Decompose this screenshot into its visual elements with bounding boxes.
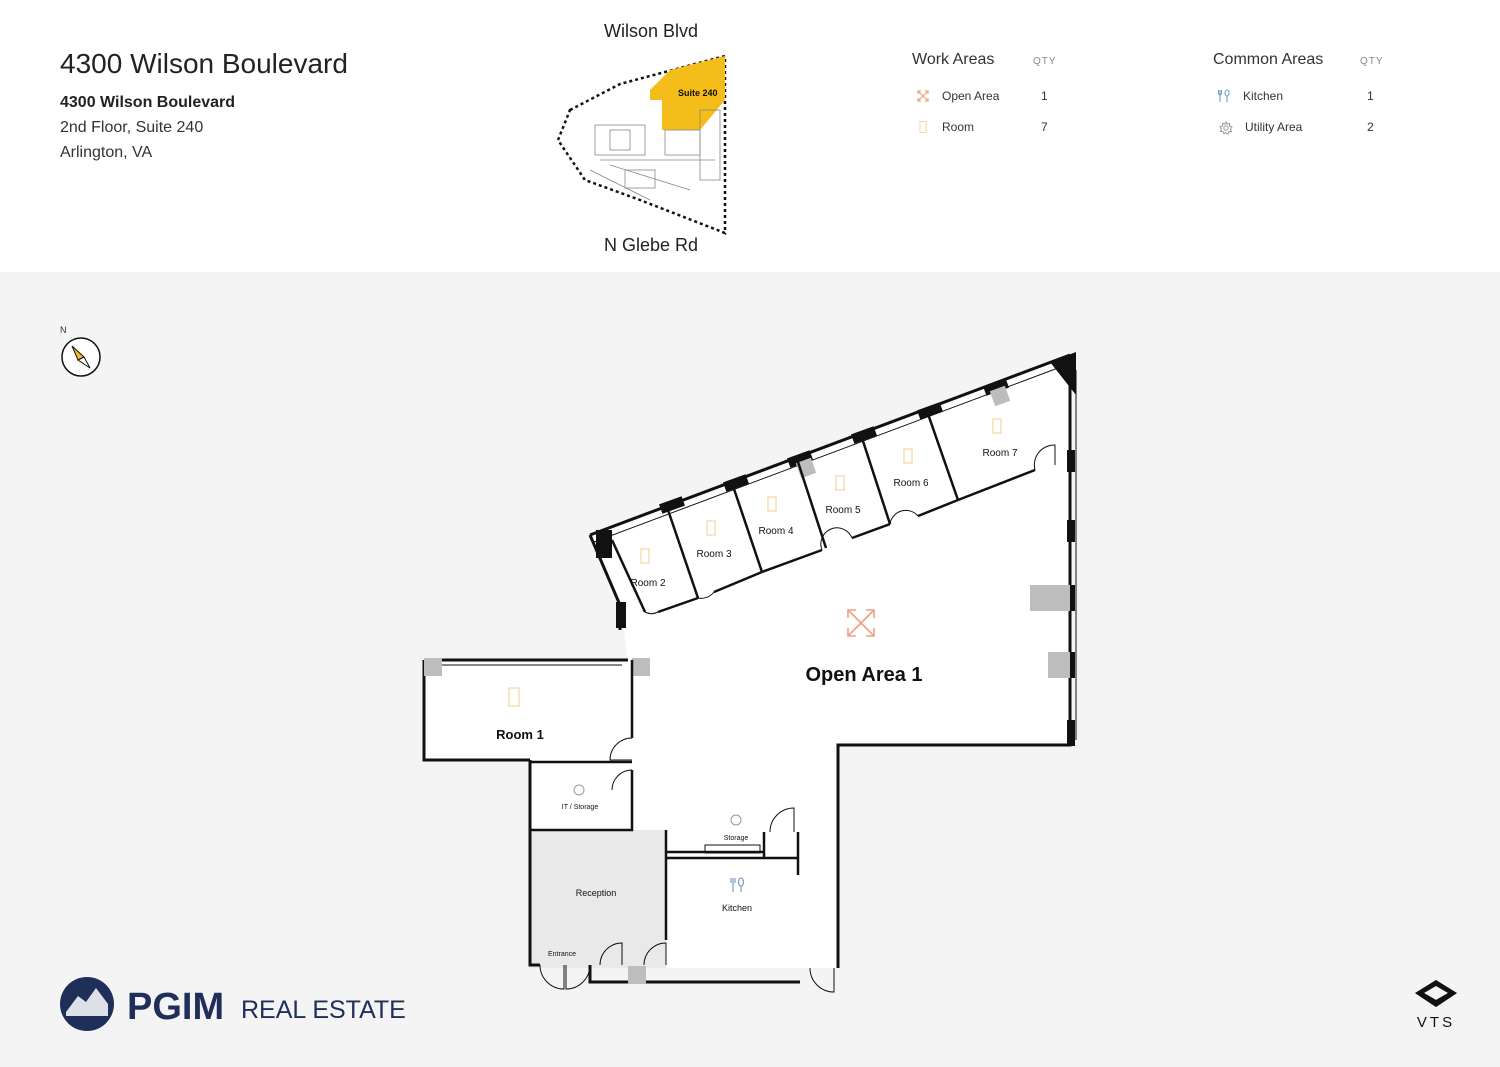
legend-common-areas-qty-heading: QTY	[1360, 56, 1384, 67]
room7-label: Room 7	[982, 448, 1017, 459]
vts-wordmark: VTS	[1417, 1014, 1455, 1031]
room3-label: Room 3	[696, 549, 731, 560]
doors	[539, 444, 1056, 993]
header: 4300 Wilson Boulevard 4300 Wilson Boulev…	[0, 0, 1500, 272]
page-title: 4300 Wilson Boulevard	[60, 48, 348, 79]
legend-room-qty: 7	[1041, 120, 1048, 134]
compass-north-label: N	[60, 325, 67, 335]
room-icon	[919, 121, 927, 133]
key-plan-suite-label: Suite 240	[678, 88, 718, 98]
storage-label: Storage	[724, 835, 749, 842]
address-name: 4300 Wilson Boulevard	[60, 94, 236, 111]
street-bottom-label: N Glebe Rd	[604, 235, 699, 255]
utility-icon	[1219, 121, 1233, 135]
room6-label: Room 6	[893, 478, 928, 489]
open-area-icon	[847, 609, 875, 637]
room-icon	[992, 418, 1002, 434]
interior-walls	[530, 413, 1036, 940]
compass-icon: N	[60, 325, 101, 377]
address-city: Arlington, VA	[60, 144, 153, 161]
room5-label: Room 5	[825, 505, 860, 516]
room-icon	[706, 520, 716, 536]
room-icon	[640, 548, 650, 564]
columns	[596, 352, 1076, 746]
legend-kitchen-qty: 1	[1367, 89, 1374, 103]
legend-common-areas-heading: Common Areas	[1213, 51, 1324, 68]
floor-fill	[424, 355, 1070, 968]
room-icon	[835, 475, 845, 491]
room-icons	[508, 418, 1002, 707]
room-icon	[767, 496, 777, 512]
legend-work-areas-qty-heading: QTY	[1033, 56, 1057, 67]
floor-plan: N	[60, 325, 1457, 1031]
room1-label: Room 1	[496, 727, 544, 742]
entrance-label: Entrance	[548, 951, 576, 958]
open-area-icon	[917, 90, 929, 102]
vts-logo: VTS	[1415, 980, 1457, 1031]
utility-icon	[573, 784, 585, 796]
pgim-wordmark: PGIM	[127, 986, 224, 1028]
reception-fill	[530, 830, 666, 968]
room-icon	[903, 448, 913, 464]
key-plan-suite-highlight	[650, 56, 725, 130]
utility-icon	[730, 814, 742, 826]
reception-label: Reception	[576, 888, 617, 898]
legend-open-area-label: Open Area	[942, 89, 1000, 103]
kitchen-icon	[730, 877, 745, 892]
address-floor-suite: 2nd Floor, Suite 240	[60, 119, 204, 136]
open-area-label: Open Area 1	[805, 664, 922, 686]
street-top-label: Wilson Blvd	[604, 21, 699, 41]
it-storage-label: IT / Storage	[562, 804, 599, 811]
kitchen-label: Kitchen	[722, 903, 752, 913]
legend-work-areas-heading: Work Areas	[912, 51, 995, 68]
legend-utility-label: Utility Area	[1245, 120, 1303, 134]
room2-label: Room 2	[630, 578, 665, 589]
legend-utility-qty: 2	[1367, 120, 1374, 134]
legend-room-label: Room	[942, 120, 975, 134]
pgim-logo: PGIM REAL ESTATE	[60, 977, 406, 1031]
pgim-subtitle: REAL ESTATE	[241, 996, 406, 1024]
kitchen-icon	[1217, 89, 1230, 102]
legend-kitchen-label: Kitchen	[1243, 89, 1284, 103]
key-plan: Suite 240	[556, 54, 727, 235]
legend-open-area-qty: 1	[1041, 89, 1048, 103]
room4-label: Room 4	[758, 526, 793, 537]
room-icon	[508, 687, 520, 707]
floor-plan-area: N	[0, 272, 1500, 1067]
